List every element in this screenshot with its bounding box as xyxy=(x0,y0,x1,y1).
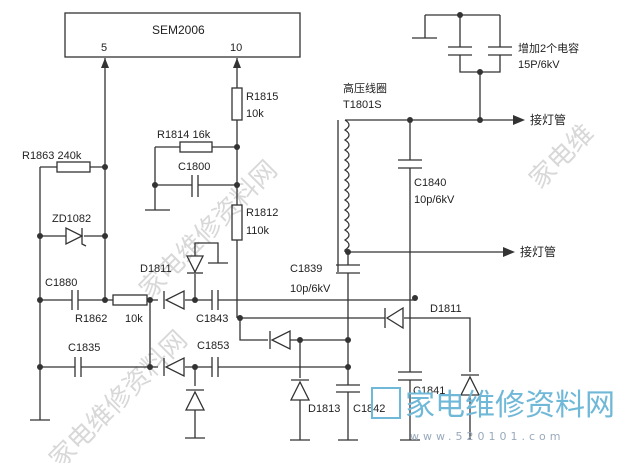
label-output-top: 接灯管 xyxy=(530,112,566,127)
ic-pin-10: 10 xyxy=(230,42,242,54)
label-c1839-value: 10p/6kV xyxy=(290,283,331,295)
label-zd1082: ZD1082 xyxy=(52,213,91,225)
label-r1863: R1863 240k xyxy=(22,150,82,162)
ic-sem2006 xyxy=(64,12,301,58)
label-r1862-value: 10k xyxy=(125,313,143,325)
labels: R1863 240k ZD1082 C1880 R1862 10k C1835 … xyxy=(22,41,579,415)
label-transformer: T1801S xyxy=(343,99,382,111)
capacitor-c1800 xyxy=(191,175,199,197)
capacitor-c1839 xyxy=(336,264,360,274)
label-added-caps: 增加2个电容 xyxy=(518,41,579,55)
diode-lower xyxy=(184,390,206,411)
capacitor-c1842 xyxy=(336,384,360,393)
capacitor-c1835 xyxy=(74,357,82,377)
label-d1811-right: D1811 xyxy=(430,303,462,315)
label-r1812-value: 110k xyxy=(246,225,270,237)
diode-d1811-bottom xyxy=(459,375,481,396)
label-c1841: C1841 xyxy=(413,385,445,397)
label-added-caps-value: 15P/6kV xyxy=(518,59,560,71)
label-c1843: C1843 xyxy=(196,313,228,325)
capacitor-c1880 xyxy=(71,290,79,310)
resistor-r1814 xyxy=(179,141,213,153)
label-d1813: D1813 xyxy=(308,403,340,415)
capacitor-c1843 xyxy=(211,290,219,310)
svg-text:www.520101.com: www.520101.com xyxy=(410,430,564,443)
svg-text:家电维修资料网: 家电维修资料网 xyxy=(44,325,194,463)
wires xyxy=(30,14,525,441)
label-c1880: C1880 xyxy=(45,277,77,289)
junction-dots xyxy=(37,12,483,370)
diode-d1813 xyxy=(289,380,311,401)
diode-d1811-right xyxy=(385,306,404,330)
zener-zd1082 xyxy=(65,226,84,246)
label-r1815: R1815 xyxy=(246,91,278,103)
label-output-bottom: 接灯管 xyxy=(520,244,556,259)
ic-pin-5: 5 xyxy=(101,42,107,54)
capacitor-c1841 xyxy=(398,371,422,381)
label-c1840-value: 10p/6kV xyxy=(414,194,455,206)
label-r1815-value: 10k xyxy=(246,108,264,120)
svg-text:家电维修资料网: 家电维修资料网 xyxy=(405,388,615,423)
resistor-r1862 xyxy=(112,294,148,306)
label-c1840: C1840 xyxy=(414,177,446,189)
resistor-r1812 xyxy=(231,204,243,241)
resistor-r1863 xyxy=(56,161,91,173)
capacitor-c1840 xyxy=(398,159,422,169)
transformer-coil xyxy=(343,119,350,252)
diode-left-1 xyxy=(164,289,185,311)
diode-left-2 xyxy=(164,356,185,378)
capacitors-added xyxy=(448,46,512,56)
diode-mid xyxy=(270,329,291,351)
label-c1835: C1835 xyxy=(68,342,100,354)
label-r1812: R1812 xyxy=(246,207,278,219)
label-c1853: C1853 xyxy=(197,340,229,352)
label-transformer-title: 高压线圈 xyxy=(343,81,387,95)
label-r1814: R1814 16k xyxy=(157,129,211,141)
label-c1800: C1800 xyxy=(178,161,210,173)
site-logo: 家电维修资料网 www.520101.com xyxy=(371,387,615,443)
label-d1811-upper: D1811 xyxy=(140,263,172,275)
label-r1862: R1862 xyxy=(75,313,107,325)
label-c1842: C1842 xyxy=(353,403,385,415)
diode-d1811-upper xyxy=(185,255,205,274)
book-icon xyxy=(371,387,401,419)
ic-name: SEM2006 xyxy=(152,23,205,37)
svg-text:家电维: 家电维 xyxy=(524,119,600,195)
resistor-r1815 xyxy=(231,87,243,121)
capacitor-c1853 xyxy=(211,357,219,377)
label-c1839: C1839 xyxy=(290,263,322,275)
